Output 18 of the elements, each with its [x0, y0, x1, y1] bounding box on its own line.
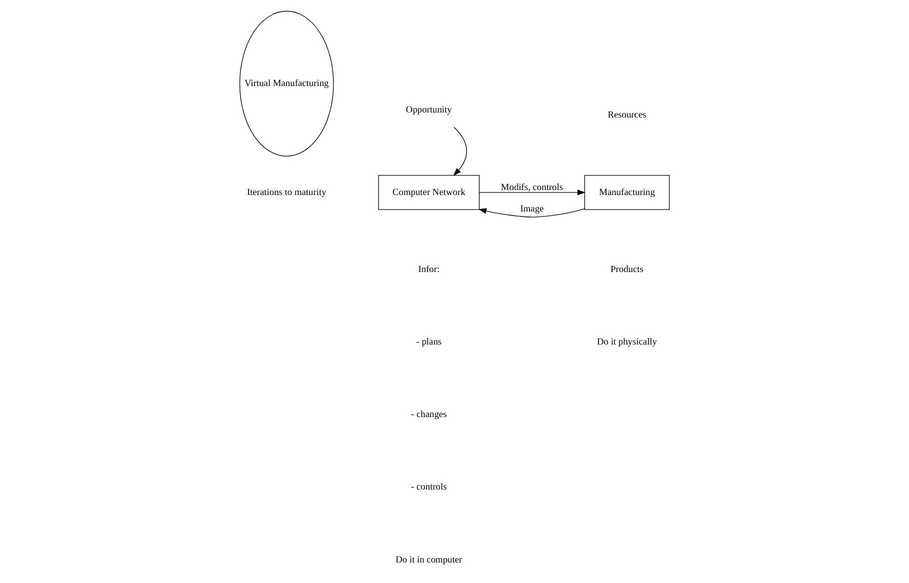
node-ellipse: Virtual Manufacturing	[239, 10, 334, 157]
node-box: Manufacturing	[584, 175, 670, 210]
node-text: Opportunity	[406, 105, 452, 116]
arrow	[453, 126, 467, 176]
label: - controls	[411, 482, 447, 493]
label: Products	[610, 265, 644, 276]
arrow	[478, 208, 585, 218]
label: - plans	[416, 338, 442, 348]
edge-label: Image	[520, 204, 544, 214]
edge-label: Modifs, controls	[500, 182, 564, 193]
label: Iterations to maturity	[246, 188, 326, 198]
label: Do it physically	[597, 338, 658, 348]
label: Infor:	[418, 265, 440, 276]
label: - changes	[411, 410, 447, 420]
label: Resources	[608, 110, 646, 121]
node-box: Computer Network	[378, 175, 480, 210]
arrow	[479, 190, 586, 196]
label: Do it in computer	[396, 555, 462, 566]
